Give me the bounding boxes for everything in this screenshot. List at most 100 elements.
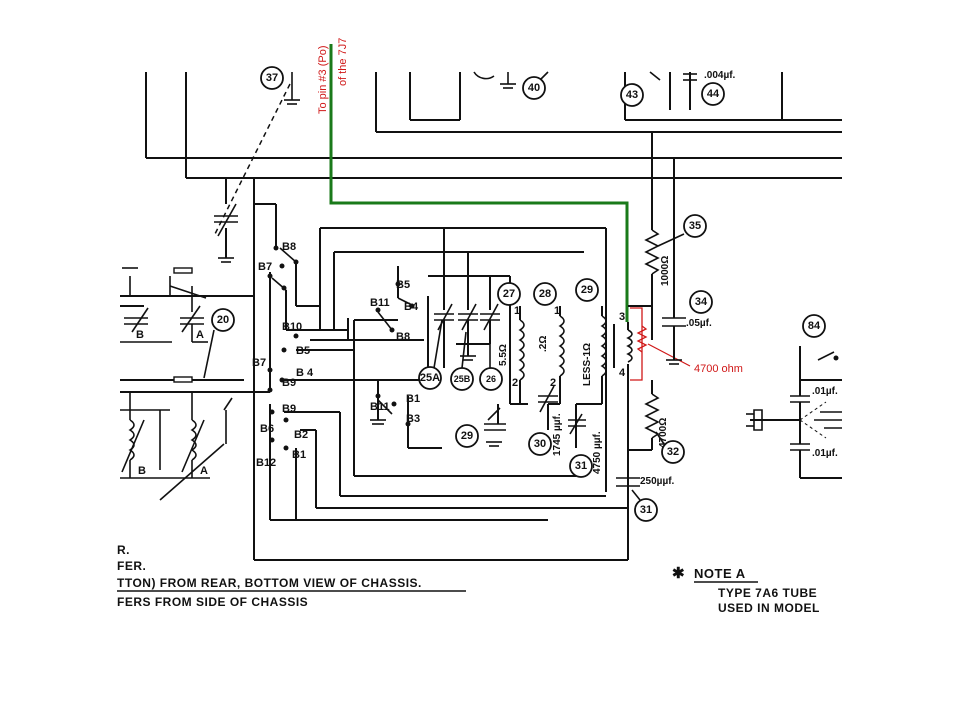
coil-b-top-label: B <box>136 329 144 341</box>
svg-text:TTON) FROM REAR, BOTTOM VIEW O: TTON) FROM REAR, BOTTOM VIEW OF CHASSIS. <box>117 576 422 590</box>
label-b11-low: B11 <box>370 401 390 413</box>
label-b4: B 4 <box>296 367 314 379</box>
callout-44: 44 <box>701 82 725 106</box>
label-b7: B7 <box>252 357 266 369</box>
callout-25b: 26 <box>479 332 503 391</box>
switch-wiring <box>253 178 628 561</box>
svg-text:✱: ✱ <box>672 565 685 582</box>
callout-40: 40 <box>522 71 549 100</box>
coil-a-top-label: A <box>196 329 204 341</box>
svg-text:1: 1 <box>554 305 560 317</box>
label-b6: B6 <box>260 423 274 435</box>
svg-text:84: 84 <box>808 320 821 332</box>
callout-30: 30 <box>528 432 552 456</box>
green-note-line1: To pin #3 (Po) <box>317 46 329 114</box>
callout-31: 31 <box>569 454 593 478</box>
c32-value: 250µµf. <box>640 476 675 487</box>
svg-text:30: 30 <box>534 438 546 450</box>
label-b1-low: B1 <box>292 449 306 461</box>
svg-text:FER.: FER. <box>117 559 146 573</box>
svg-text:R.: R. <box>117 543 130 557</box>
callout-35: 35 <box>657 214 707 247</box>
c30-value: 1745 µµf. <box>552 413 563 456</box>
legend: R. FER. TTON) FROM REAR, BOTTOM VIEW OF … <box>117 543 466 609</box>
coils: 1 2 5.5Ω 1 2 .2Ω 1745 µµf. LESS-1Ω 4750 … <box>498 305 633 560</box>
svg-text:37: 37 <box>266 72 278 84</box>
label-b1: B1 <box>406 393 420 405</box>
svg-text:35: 35 <box>689 220 701 232</box>
switch-contacts <box>267 245 415 451</box>
label-b5-top: B5 <box>396 279 410 291</box>
label-b5: B5 <box>296 345 310 357</box>
coil28-value: LESS-1Ω <box>582 343 593 386</box>
note-a-title: NOTE A <box>694 566 746 581</box>
gang-caps <box>428 228 511 447</box>
r33-value: 4700Ω <box>658 418 669 448</box>
switch-labels: B8 B7 B5 B11 B4 B8 B10 B5 B7 B 4 B9 B11 … <box>252 241 420 469</box>
label-b8-mid: B8 <box>396 331 410 343</box>
callout-33: 32 <box>655 431 685 464</box>
svg-text:31: 31 <box>575 460 587 472</box>
svg-text:32: 32 <box>667 446 679 458</box>
green-wire <box>329 44 629 322</box>
r35-value: 1000Ω <box>660 256 671 286</box>
callout-37: 37 <box>260 66 284 90</box>
callout-25: 25A <box>418 319 443 390</box>
callout-20: 20 <box>169 285 235 379</box>
svg-text:4: 4 <box>619 367 626 379</box>
callout-32: 31 <box>631 489 658 522</box>
c44-value: .004µf. <box>704 70 736 81</box>
svg-text:FERS FROM SIDE OF CHASSIS: FERS FROM SIDE OF CHASSIS <box>117 595 308 609</box>
label-b12: B12 <box>256 457 276 469</box>
top-wiring: .004µf. <box>145 70 842 179</box>
callout-29: 29 <box>455 424 479 448</box>
coil26-value: 5.5Ω <box>498 344 509 366</box>
svg-text:27: 27 <box>503 288 515 300</box>
svg-text:25A: 25A <box>420 372 440 384</box>
c31-value: 4750 µµf. <box>592 431 603 474</box>
label-b4-top: B4 <box>404 301 419 313</box>
note-a-line2: USED IN MODEL <box>718 601 820 615</box>
label-b3: B3 <box>406 413 420 425</box>
callout-26: 27 <box>497 282 521 306</box>
line-filter: .01µf. .01µf. <box>746 346 842 479</box>
label-b11-top: B11 <box>370 297 390 309</box>
callout-34: 34 <box>689 290 713 314</box>
svg-text:43: 43 <box>626 89 638 101</box>
label-b7-top: B7 <box>258 261 272 273</box>
dashed-link <box>213 83 291 237</box>
svg-text:28: 28 <box>539 288 551 300</box>
label-b8: B8 <box>282 241 296 253</box>
callout-84: 84 <box>802 314 826 338</box>
label-b9-low: B9 <box>282 403 296 415</box>
green-note-line2: of the 7J7 <box>337 38 349 86</box>
resistor-note: 4700 ohm <box>694 363 743 375</box>
svg-text:34: 34 <box>695 296 708 308</box>
svg-text:26: 26 <box>486 374 496 384</box>
callout-43: 43 <box>620 83 644 107</box>
svg-text:3: 3 <box>619 311 625 323</box>
svg-text:2: 2 <box>512 377 518 389</box>
c84a-value: .01µf. <box>812 386 838 397</box>
label-b2: B2 <box>294 429 308 441</box>
added-resistor <box>630 307 691 381</box>
label-b9: B9 <box>282 377 296 389</box>
coil27-value: .2Ω <box>538 336 549 352</box>
svg-text:44: 44 <box>707 88 720 100</box>
c84b-value: .01µf. <box>812 448 838 459</box>
note-a: ✱ NOTE A TYPE 7A6 TUBE USED IN MODEL <box>672 565 820 615</box>
coil-b-bot-label: B <box>138 465 146 477</box>
callout-25a: 25B <box>450 331 474 391</box>
note-a-line1: TYPE 7A6 TUBE <box>718 586 817 600</box>
svg-text:40: 40 <box>528 82 540 94</box>
svg-text:29: 29 <box>461 430 473 442</box>
left-wiring: B A B A <box>120 178 270 501</box>
svg-text:25B: 25B <box>454 374 471 384</box>
svg-text:1: 1 <box>514 305 520 317</box>
svg-text:29: 29 <box>581 284 593 296</box>
label-b10: B10 <box>282 321 302 333</box>
svg-text:20: 20 <box>217 314 229 326</box>
coil-a-bot-label: A <box>200 465 208 477</box>
svg-text:31: 31 <box>640 504 652 516</box>
